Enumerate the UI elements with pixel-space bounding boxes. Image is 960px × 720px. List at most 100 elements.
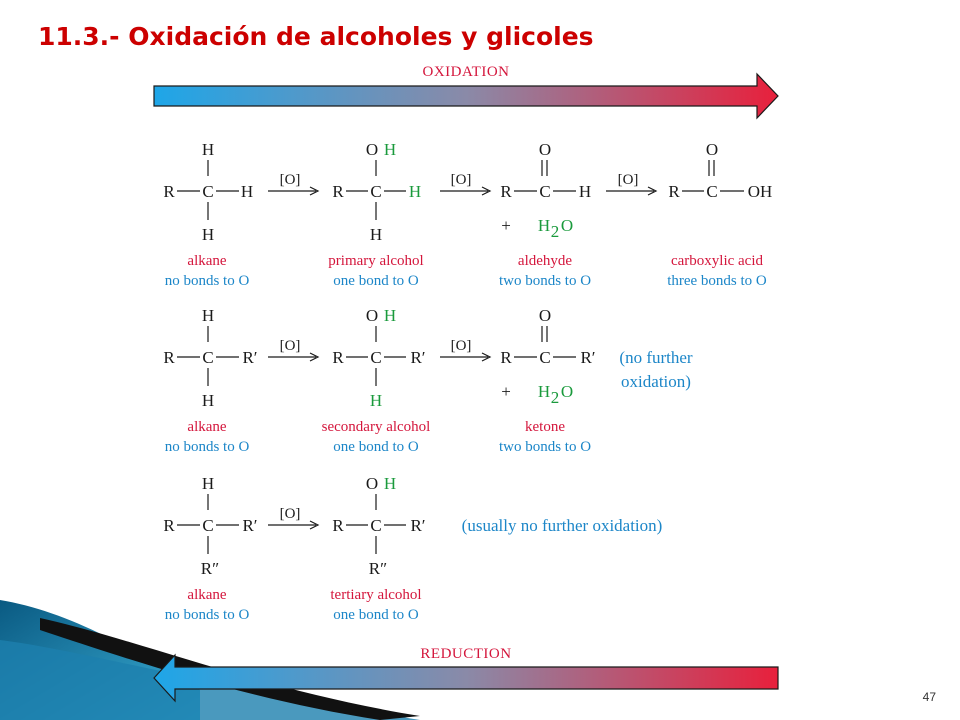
- svg-text:C: C: [370, 182, 381, 201]
- reduction-label: REDUCTION: [420, 646, 511, 662]
- svg-text:H: H: [202, 391, 214, 410]
- svg-text:2: 2: [551, 388, 560, 407]
- svg-text:C: C: [539, 348, 550, 367]
- svg-text:O: O: [366, 306, 378, 325]
- row2-c2-name: secondary alcohol: [322, 419, 431, 435]
- row1-c3-name: aldehyde: [518, 253, 572, 269]
- oxidation-label: OXIDATION: [423, 64, 510, 80]
- svg-text:C: C: [706, 182, 717, 201]
- row2-c3-name: ketone: [525, 419, 565, 435]
- svg-text:O: O: [561, 216, 573, 235]
- svg-text:R: R: [163, 516, 175, 535]
- decorative-swoosh: [0, 600, 420, 720]
- row1-c2-name: primary alcohol: [328, 253, 423, 269]
- svg-text:H: H: [202, 140, 214, 159]
- svg-text:R: R: [500, 182, 512, 201]
- svg-text:C: C: [539, 182, 550, 201]
- svg-text:R: R: [668, 182, 680, 201]
- row-tertiary: H R C R′ R″ [O] O H R C R′ R″ (usua: [163, 474, 662, 623]
- row3-alkane-structure: H R C R′ R″: [163, 474, 257, 578]
- svg-text:H: H: [370, 391, 382, 410]
- row3-note: (usually no further oxidation): [462, 516, 663, 535]
- svg-text:R′: R′: [242, 516, 257, 535]
- svg-text:[O]: [O]: [618, 172, 639, 188]
- svg-text:R′: R′: [410, 348, 425, 367]
- svg-text:H: H: [384, 474, 396, 493]
- svg-text:H: H: [409, 182, 421, 201]
- row1-c1-bonds: no bonds to O: [165, 273, 250, 289]
- svg-text:C: C: [202, 516, 213, 535]
- row1-carboxylic-acid-structure: O R C OH: [668, 140, 772, 201]
- row2-c2-bonds: one bond to O: [333, 439, 419, 455]
- svg-text:H: H: [370, 225, 382, 244]
- svg-text:R″: R″: [369, 559, 387, 578]
- row1-c3-bonds: two bonds to O: [499, 273, 591, 289]
- svg-text:[O]: [O]: [280, 506, 301, 522]
- svg-text:R: R: [163, 182, 175, 201]
- row3-c2-name: tertiary alcohol: [330, 587, 421, 603]
- svg-text:O: O: [366, 140, 378, 159]
- svg-text:O: O: [539, 140, 551, 159]
- svg-text:[O]: [O]: [451, 172, 472, 188]
- svg-text:[O]: [O]: [280, 338, 301, 354]
- row1-aldehyde-structure: O R C H + H 2 O: [500, 140, 591, 241]
- svg-text:C: C: [202, 182, 213, 201]
- svg-text:H: H: [202, 225, 214, 244]
- row-primary: H R C H H [O] O H R C H H: [163, 140, 772, 289]
- svg-text:H: H: [384, 306, 396, 325]
- row2-arrow-1: [O]: [268, 338, 320, 362]
- row3-c1-name: alkane: [187, 587, 226, 603]
- svg-text:R: R: [163, 348, 175, 367]
- svg-text:[O]: [O]: [451, 338, 472, 354]
- svg-text:R: R: [332, 516, 344, 535]
- svg-text:+: +: [501, 382, 511, 401]
- row2-c3-bonds: two bonds to O: [499, 439, 591, 455]
- svg-text:C: C: [370, 348, 381, 367]
- row1-arrow-1: [O]: [268, 172, 320, 196]
- svg-text:R′: R′: [242, 348, 257, 367]
- svg-text:C: C: [370, 516, 381, 535]
- row1-alkane-structure: H R C H H: [163, 140, 253, 244]
- svg-text:O: O: [366, 474, 378, 493]
- row1-arrow-3: [O]: [606, 172, 658, 196]
- row1-primary-alcohol-structure: O H R C H H: [332, 140, 421, 244]
- svg-text:H: H: [202, 306, 214, 325]
- svg-text:R′: R′: [410, 516, 425, 535]
- row3-arrow-1: [O]: [268, 506, 320, 530]
- svg-text:O: O: [706, 140, 718, 159]
- row2-ketone-structure: O R C R′ + H 2 O: [500, 306, 595, 407]
- svg-text:+: +: [501, 216, 511, 235]
- row3-tertiary-alcohol-structure: O H R C R′ R″: [332, 474, 425, 578]
- row3-c2-bonds: one bond to O: [333, 607, 419, 623]
- svg-text:H: H: [384, 140, 396, 159]
- page-number: 47: [922, 690, 936, 704]
- row1-c4-bonds: three bonds to O: [667, 273, 767, 289]
- row3-c1-bonds: no bonds to O: [165, 607, 250, 623]
- svg-text:R″: R″: [201, 559, 219, 578]
- row2-c1-name: alkane: [187, 419, 226, 435]
- slide-title: 11.3.- Oxidación de alcoholes y glicoles: [38, 22, 594, 51]
- row2-c1-bonds: no bonds to O: [165, 439, 250, 455]
- row1-arrow-2: [O]: [440, 172, 492, 196]
- svg-text:C: C: [202, 348, 213, 367]
- svg-text:H: H: [538, 216, 550, 235]
- row2-secondary-alcohol-structure: O H R C R′ H: [332, 306, 425, 410]
- row2-arrow-2: [O]: [440, 338, 492, 362]
- svg-text:R: R: [332, 182, 344, 201]
- row1-c4-name: carboxylic acid: [671, 253, 764, 269]
- row2-note-line1: (no further: [619, 348, 693, 367]
- row2-note-line2: oxidation): [621, 372, 691, 391]
- row-secondary: H R C R′ H [O] O H R C R′ H: [163, 306, 693, 455]
- svg-text:O: O: [561, 382, 573, 401]
- oxidation-banner: OXIDATION: [153, 64, 779, 120]
- row1-c2-bonds: one bond to O: [333, 273, 419, 289]
- svg-text:H: H: [241, 182, 253, 201]
- svg-text:[O]: [O]: [280, 172, 301, 188]
- svg-text:OH: OH: [748, 182, 773, 201]
- row2-alkane-structure: H R C R′ H: [163, 306, 257, 410]
- svg-text:H: H: [579, 182, 591, 201]
- svg-text:2: 2: [551, 222, 560, 241]
- svg-text:H: H: [538, 382, 550, 401]
- reduction-banner: REDUCTION: [153, 646, 779, 703]
